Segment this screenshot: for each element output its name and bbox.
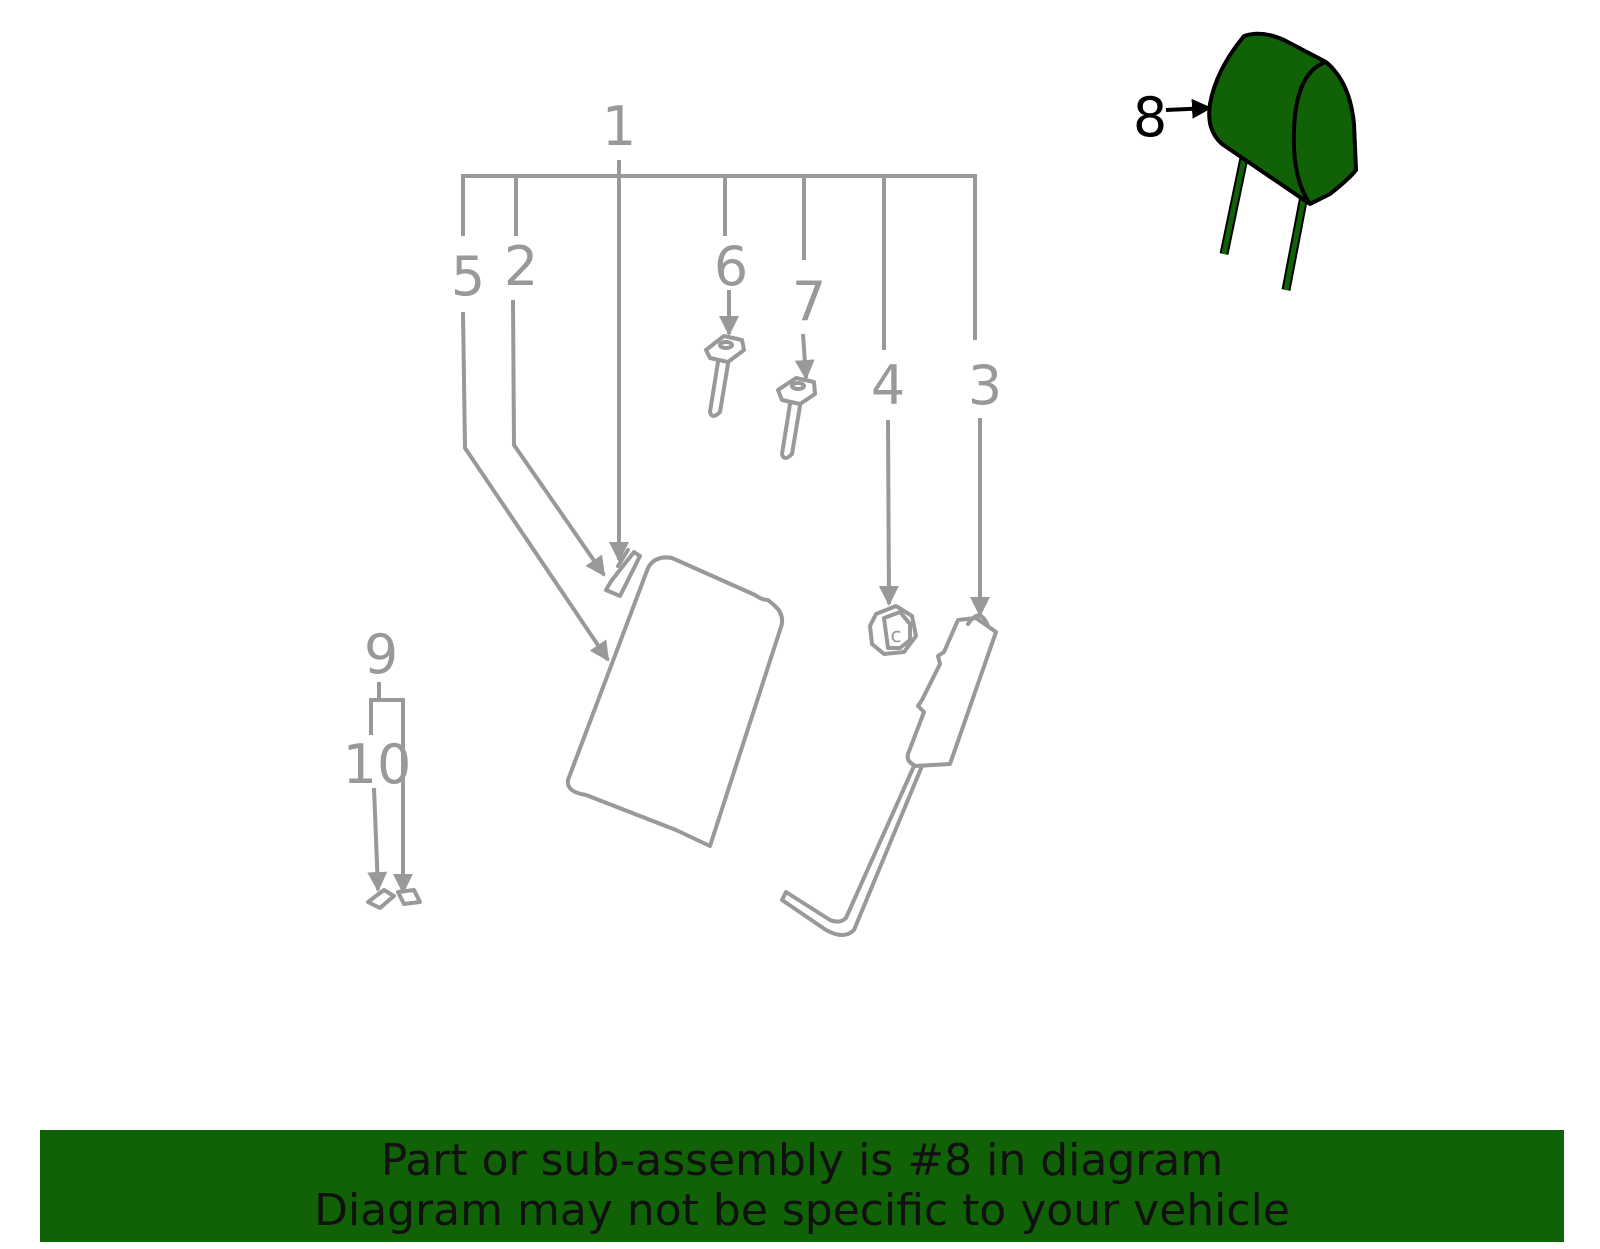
part-3-inflator [780,613,998,937]
leader-10 [367,787,388,892]
leader-2 [511,299,606,577]
callout-10: 10 [343,733,412,796]
callout-3: 3 [968,354,1002,417]
info-banner: Part or sub-assembly is #8 in diagram Di… [40,1130,1564,1242]
banner-line-1: Part or sub-assembly is #8 in diagram [380,1135,1224,1186]
leader-5 [461,311,610,662]
part-1-airbag-module [565,555,785,848]
part-2-clip [604,548,642,598]
part-8-headrest [1207,31,1358,291]
callout-7: 7 [792,270,826,333]
svg-text:c: c [891,623,902,647]
leader-8 [1165,98,1212,119]
leader-7 [794,333,815,380]
callout-5: 5 [451,245,485,308]
part-4-nut: c [868,604,918,656]
part-9-10-clips [366,888,422,910]
callout-8: 8 [1133,86,1167,149]
callout-6: 6 [714,235,748,298]
part-6-bolt [704,334,746,418]
callout-9: 9 [364,623,398,686]
leader-4 [878,419,899,606]
leader-9-right [371,698,413,894]
banner-line-2: Diagram may not be specific to your vehi… [314,1185,1290,1236]
callout-bracket-1 [461,160,977,562]
callout-4: 4 [871,354,905,417]
callout-2: 2 [504,235,538,298]
leader-9-bracket [369,682,381,735]
part-7-bolt [776,376,817,460]
callout-1: 1 [602,95,636,158]
